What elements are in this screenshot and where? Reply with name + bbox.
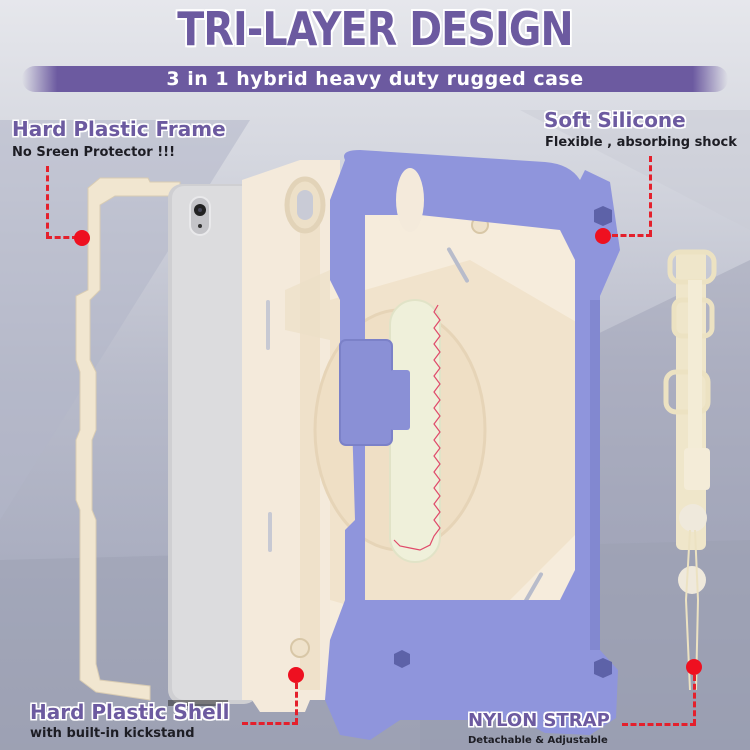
callout-hard-plastic-shell-subtitle: with built-in kickstand — [30, 726, 195, 741]
marker-dot-silicone — [595, 228, 611, 244]
connector-line-silicone-h — [612, 234, 652, 237]
callout-hard-plastic-frame-title: Hard Plastic Frame — [12, 117, 226, 141]
hard-plastic-frame-image — [75, 177, 181, 701]
connector-line-frame-h — [46, 236, 78, 239]
callout-hard-plastic-shell-title: Hard Plastic Shell — [30, 700, 230, 724]
connector-line-strap — [693, 675, 696, 725]
subtitle-banner: 3 in 1 hybrid heavy duty rugged case — [22, 66, 728, 92]
connector-line-silicone — [649, 156, 652, 236]
connector-line-shell-h — [242, 722, 298, 725]
soft-silicone-image — [325, 150, 620, 740]
callout-nylon-strap-title: NYLON STRAP — [468, 710, 610, 731]
callout-soft-silicone-title: Soft Silicone — [544, 108, 686, 132]
page-title: TRI-LAYER DESIGN — [177, 2, 573, 56]
marker-dot-frame — [74, 230, 90, 246]
callout-hard-plastic-frame-subtitle: No Sreen Protector !!! — [12, 145, 176, 160]
marker-dot-shell — [288, 667, 304, 683]
connector-line-strap-h — [622, 723, 696, 726]
marker-dot-strap — [686, 659, 702, 675]
callout-nylon-strap-subtitle: Detachable & Adjustable — [468, 735, 608, 746]
callout-soft-silicone-subtitle: Flexible , absorbing shock — [545, 135, 737, 150]
nylon-strap-image — [663, 249, 717, 691]
tablet-image — [168, 184, 258, 706]
hard-plastic-shell-image — [242, 160, 340, 712]
connector-line-shell — [295, 683, 298, 724]
subtitle-text: 3 in 1 hybrid heavy duty rugged case — [166, 68, 584, 90]
connector-line-frame — [46, 166, 49, 238]
